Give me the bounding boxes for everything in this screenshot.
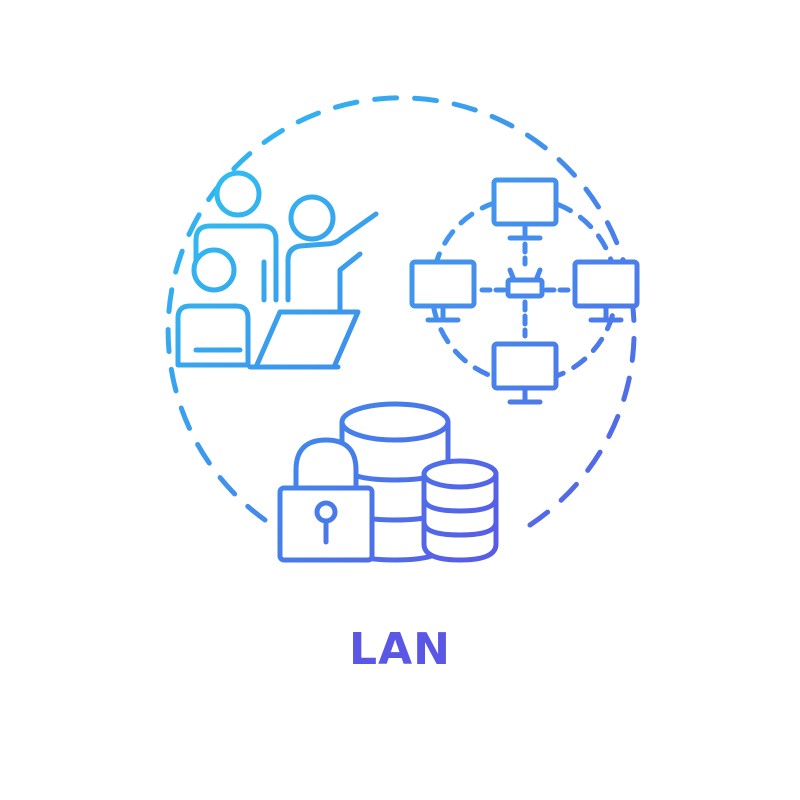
- monitor-top: [491, 177, 559, 241]
- page-title: LAN: [349, 624, 451, 675]
- computer-network-icon: [409, 177, 640, 405]
- monitor-right: [572, 259, 640, 323]
- team-presentation-icon: [175, 170, 379, 370]
- monitor-bottom: [491, 341, 559, 405]
- locked-database-icon: [277, 401, 499, 563]
- router-icon: [505, 267, 545, 299]
- monitor-left: [409, 259, 477, 323]
- padlock-icon: [277, 437, 375, 563]
- database-small-icon: [421, 458, 499, 563]
